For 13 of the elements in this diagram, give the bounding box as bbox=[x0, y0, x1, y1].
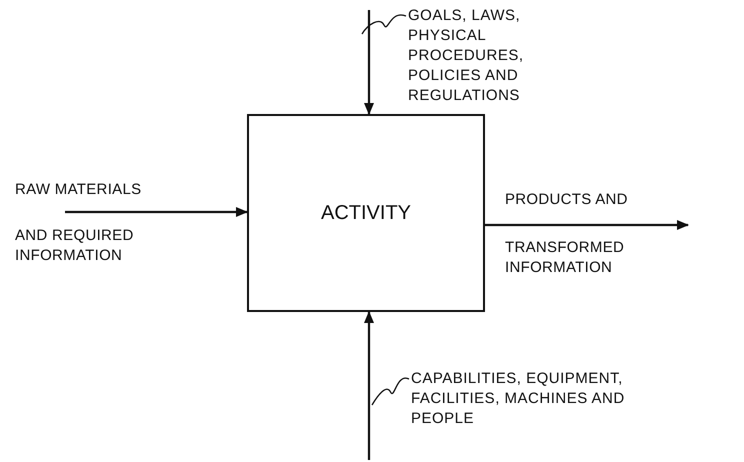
input-label: RAW MATERIALS bbox=[15, 180, 142, 200]
mechanism-text: CAPABILITIES, EQUIPMENT, FACILITIES, MACHINES AND PEOPLE bbox=[411, 369, 671, 433]
output-arrow bbox=[485, 220, 689, 230]
leader-line bbox=[371, 378, 410, 406]
output-label: PRODUCTS AND bbox=[505, 190, 629, 210]
activity-box: ACTIVITY bbox=[247, 114, 485, 312]
control-text: GOALS, LAWS, PHYSICAL PROCEDURES, POLICIES AND REGULATIONS bbox=[408, 6, 598, 106]
input-arrow bbox=[65, 207, 248, 217]
control-arrow bbox=[364, 10, 374, 115]
leader-line bbox=[361, 14, 406, 34]
input-label: AND REQUIRED INFORMATION bbox=[15, 226, 135, 266]
mechanism-arrow bbox=[364, 311, 374, 460]
output-label: TRANSFORMED INFORMATION bbox=[505, 238, 626, 278]
